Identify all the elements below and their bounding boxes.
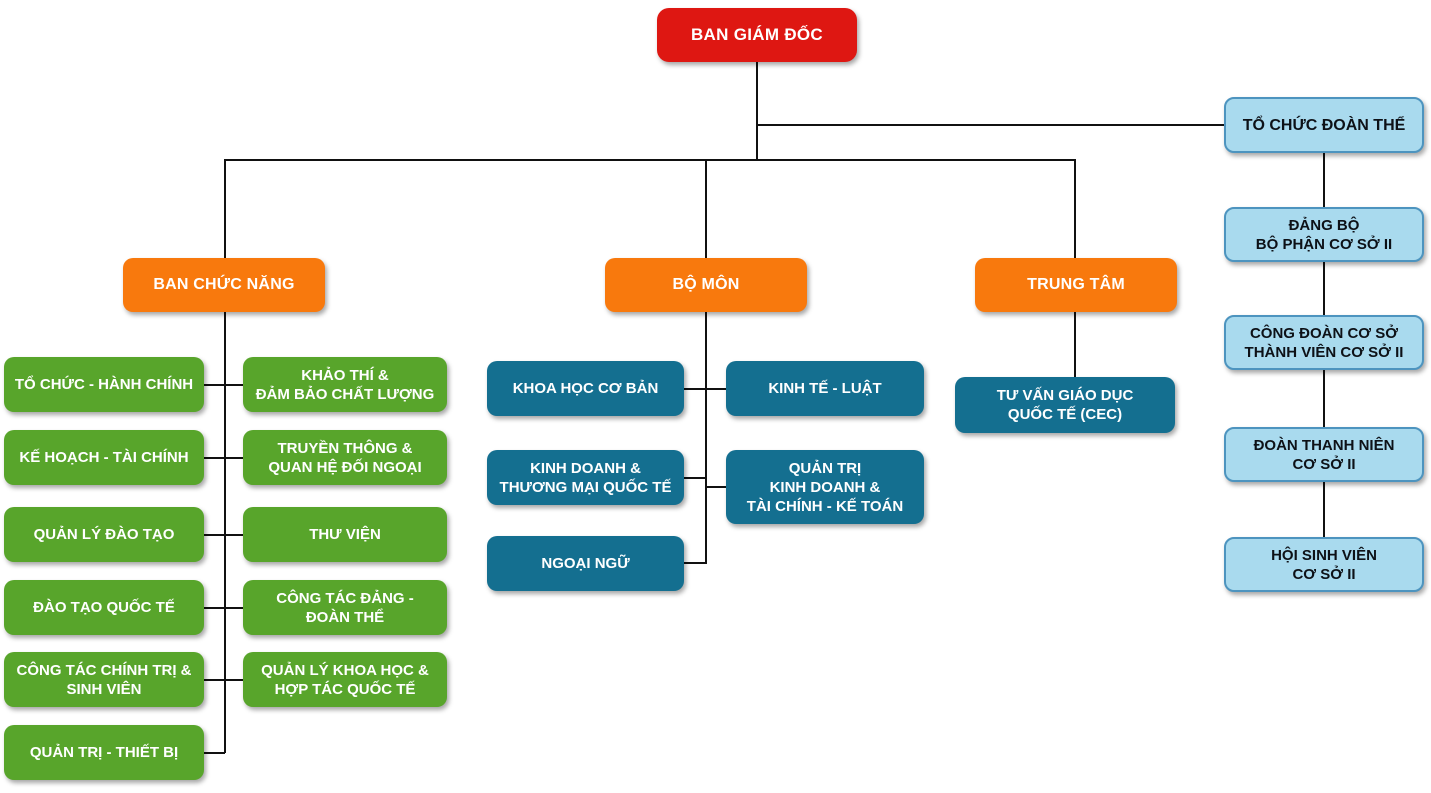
connector-bo-mon-drop <box>705 159 707 258</box>
node-label: QUẢN LÝ KHOA HỌC & HỢP TÁC QUỐC TẾ <box>261 661 429 698</box>
connector-ban-chuc-nang-drop <box>224 159 226 258</box>
node-cong-tac-dang-doan-the: CÔNG TÁC ĐẢNG - ĐOÀN THỂ <box>243 580 447 635</box>
node-label: ĐẢNG BỘ BỘ PHẬN CƠ SỞ II <box>1255 216 1393 253</box>
node-label: KHOA HỌC CƠ BẢN <box>512 380 659 397</box>
node-quan-tri-thiet-bi: QUẢN TRỊ - THIẾT BỊ <box>4 725 204 780</box>
connector-trung-tam-trunk <box>1074 312 1076 377</box>
connector-stub <box>203 607 225 609</box>
node-label: BAN CHỨC NĂNG <box>153 276 295 293</box>
node-label: ĐOÀN THANH NIÊN CƠ SỞ II <box>1253 436 1395 473</box>
node-label: TRUYỀN THÔNG & QUAN HỆ ĐỐI NGOẠI <box>268 439 422 476</box>
node-label: QUẢN TRỊ KINH DOANH & TÀI CHÍNH - KẾ TOÁ… <box>746 459 904 515</box>
node-label: BỘ MÔN <box>672 276 740 293</box>
connector-stub <box>706 486 726 488</box>
connector-ban-chuc-nang-trunk <box>224 312 226 753</box>
node-ban-chuc-nang: BAN CHỨC NĂNG <box>123 258 325 312</box>
connector-root-drop <box>756 62 758 160</box>
connector-stub <box>203 384 225 386</box>
connector-stub <box>683 388 706 390</box>
node-label: HỘI SINH VIÊN CƠ SỞ II <box>1271 546 1377 583</box>
node-dang-bo-bo-phan-co-so-ii: ĐẢNG BỘ BỘ PHẬN CƠ SỞ II <box>1224 207 1424 262</box>
connector-trung-tam-drop <box>1074 159 1076 258</box>
node-kinh-te-luat: KINH TẾ - LUẬT <box>726 361 924 416</box>
node-khao-thi-dam-bao-chat-luong: KHẢO THÍ & ĐẢM BẢO CHẤT LƯỢNG <box>243 357 447 412</box>
node-thu-vien: THƯ VIỆN <box>243 507 447 562</box>
node-label: TƯ VẤN GIÁO DỤC QUỐC TẾ (CEC) <box>996 387 1134 423</box>
node-cong-tac-chinh-tri-sinh-vien: CÔNG TÁC CHÍNH TRỊ & SINH VIÊN <box>4 652 204 707</box>
node-label: TỔ CHỨC ĐOÀN THỂ <box>1242 116 1406 134</box>
node-label: KẾ HOẠCH - TÀI CHÍNH <box>19 449 189 466</box>
node-label: KINH DOANH & THƯƠNG MẠI QUỐC TẾ <box>499 459 672 496</box>
node-to-chuc-doan-the: TỔ CHỨC ĐOÀN THỂ <box>1224 97 1424 153</box>
node-bo-mon: BỘ MÔN <box>605 258 807 312</box>
connector-stub <box>683 562 706 564</box>
node-label: BAN GIÁM ĐỐC <box>690 25 824 44</box>
connector-stub <box>225 607 243 609</box>
node-label: ĐÀO TẠO QUỐC TẾ <box>33 599 175 616</box>
node-khoa-hoc-co-ban: KHOA HỌC CƠ BẢN <box>487 361 684 416</box>
connector-stub <box>683 477 706 479</box>
node-quan-ly-dao-tao: QUẢN LÝ ĐÀO TẠO <box>4 507 204 562</box>
node-label: KHẢO THÍ & ĐẢM BẢO CHẤT LƯỢNG <box>255 366 435 403</box>
connector-stub <box>203 534 225 536</box>
connector-stub <box>203 457 225 459</box>
node-label: CÔNG ĐOÀN CƠ SỞ THÀNH VIÊN CƠ SỞ II <box>1244 324 1404 361</box>
node-doan-thanh-nien: ĐOÀN THANH NIÊN CƠ SỞ II <box>1224 427 1424 482</box>
node-label: QUẢN LÝ ĐÀO TẠO <box>33 526 175 543</box>
connector-stub <box>225 457 243 459</box>
node-truyen-thong-quan-he-doi-ngoai: TRUYỀN THÔNG & QUAN HỆ ĐỐI NGOẠI <box>243 430 447 485</box>
connector-bo-mon-trunk <box>705 312 707 564</box>
connector-stub <box>203 679 225 681</box>
node-label: NGOẠI NGỮ <box>541 555 630 572</box>
node-ngoai-ngu: NGOẠI NGỮ <box>487 536 684 591</box>
node-label: KINH TẾ - LUẬT <box>768 380 882 397</box>
node-dao-tao-quoc-te: ĐÀO TẠO QUỐC TẾ <box>4 580 204 635</box>
connector-stub <box>225 384 243 386</box>
node-label: TỔ CHỨC - HÀNH CHÍNH <box>14 376 194 393</box>
node-ban-giam-doc: BAN GIÁM ĐỐC <box>657 8 857 62</box>
node-label: CÔNG TÁC ĐẢNG - ĐOÀN THỂ <box>276 589 414 626</box>
node-kinh-doanh-thuong-mai-quoc-te: KINH DOANH & THƯƠNG MẠI QUỐC TẾ <box>487 450 684 505</box>
connector-stub <box>706 388 726 390</box>
connector-stub <box>225 679 243 681</box>
node-label: CÔNG TÁC CHÍNH TRỊ & SINH VIÊN <box>16 661 192 698</box>
connector-stub <box>225 534 243 536</box>
node-trung-tam: TRUNG TÂM <box>975 258 1177 312</box>
node-hoi-sinh-vien: HỘI SINH VIÊN CƠ SỞ II <box>1224 537 1424 592</box>
node-label: TRUNG TÂM <box>1027 276 1125 293</box>
node-label: QUẢN TRỊ - THIẾT BỊ <box>29 744 179 761</box>
connector-stub <box>203 752 225 754</box>
node-ke-hoach-tai-chinh: KẾ HOẠCH - TÀI CHÍNH <box>4 430 204 485</box>
node-to-chuc-hanh-chinh: TỔ CHỨC - HÀNH CHÍNH <box>4 357 204 412</box>
node-label: THƯ VIỆN <box>309 526 381 543</box>
node-quan-ly-khoa-hoc-hop-tac-quoc-te: QUẢN LÝ KHOA HỌC & HỢP TÁC QUỐC TẾ <box>243 652 447 707</box>
node-cong-doan-co-so: CÔNG ĐOÀN CƠ SỞ THÀNH VIÊN CƠ SỞ II <box>1224 315 1424 370</box>
connector-root-to-doan-the <box>756 124 1224 126</box>
connector-main-horizontal <box>224 159 1076 161</box>
node-quan-tri-kinh-doanh-tai-chinh-ke-toan: QUẢN TRỊ KINH DOANH & TÀI CHÍNH - KẾ TOÁ… <box>726 450 924 524</box>
node-tu-van-giao-duc-quoc-te-cec: TƯ VẤN GIÁO DỤC QUỐC TẾ (CEC) <box>955 377 1175 433</box>
